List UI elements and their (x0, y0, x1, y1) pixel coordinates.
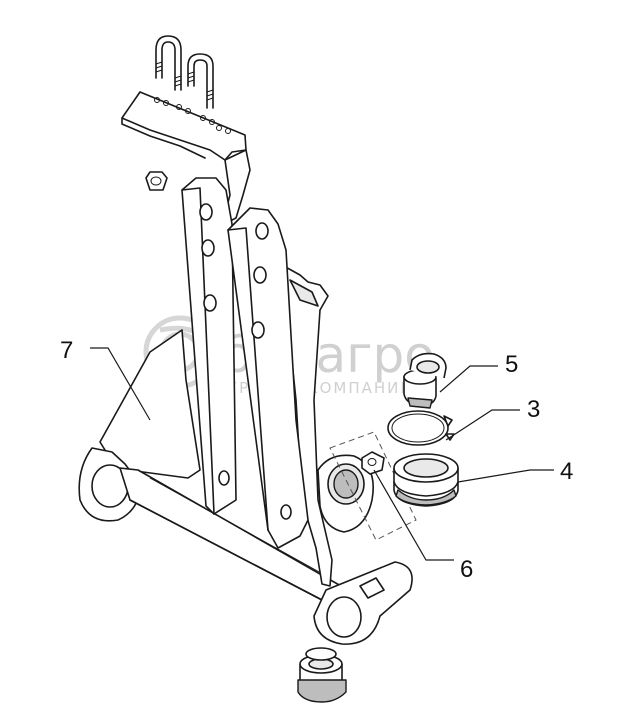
bearing-4 (393, 453, 459, 507)
leader-4 (457, 469, 554, 483)
u-bolt-right (187, 53, 214, 109)
callout-7: 7 (60, 337, 73, 364)
callout-3: 3 (527, 396, 540, 423)
u-bolt-left (155, 35, 182, 91)
main-frame-7 (78, 177, 413, 645)
leader-lines (90, 347, 554, 561)
rear-plate (181, 177, 237, 515)
leader-7 (90, 347, 151, 421)
hex-nut (145, 171, 168, 191)
bottom-bushing (297, 647, 347, 703)
callout-5: 5 (505, 351, 518, 378)
rear-plate-holes (199, 203, 230, 486)
front-plate-holes (251, 222, 292, 520)
callout-4: 4 (560, 458, 573, 485)
retaining-ring-3 (387, 410, 455, 446)
leader-3 (445, 409, 520, 441)
front-plate (227, 207, 309, 549)
grease-nipple-6 (361, 451, 385, 475)
leader-6 (373, 469, 454, 561)
leader-5 (439, 365, 498, 393)
bushing-5 (403, 352, 447, 409)
clamp-bolt-holes (154, 97, 231, 134)
callout-labels: 7 5 3 4 6 (60, 337, 573, 583)
callout-6: 6 (460, 556, 473, 583)
assembly-guide-box (329, 431, 417, 541)
right-eye-hole (326, 596, 362, 638)
grease-fitting (359, 577, 385, 599)
